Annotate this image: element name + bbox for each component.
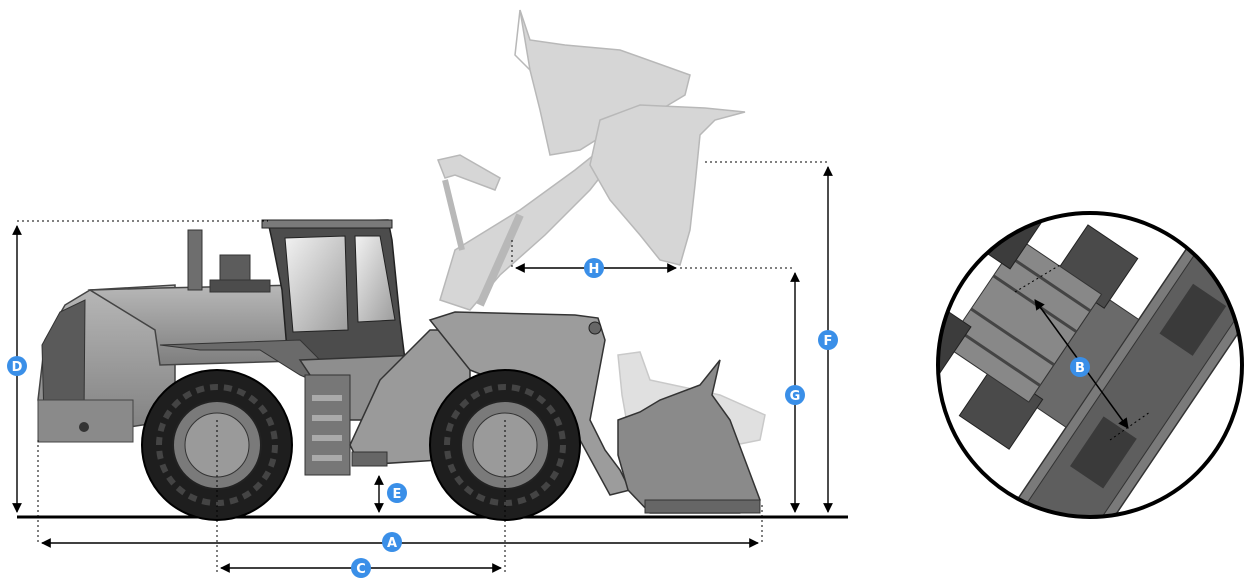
svg-text:H: H: [589, 262, 600, 277]
badge-g: G: [785, 385, 805, 405]
svg-text:D: D: [12, 360, 23, 375]
svg-text:A: A: [387, 536, 397, 551]
badge-b: B: [1070, 357, 1090, 377]
badge-f: F: [818, 330, 838, 350]
detail-circle-border: [936, 211, 1244, 519]
badge-h: H: [584, 258, 604, 278]
badge-d: D: [7, 356, 27, 376]
svg-text:G: G: [790, 389, 801, 404]
svg-text:C: C: [356, 562, 366, 577]
top-view-detail: [936, 211, 1244, 519]
svg-text:B: B: [1075, 361, 1085, 376]
wheel-loader-body: [37, 219, 761, 521]
badge-c: C: [351, 558, 371, 578]
dimension-badges: D A C E F G H B: [7, 258, 1090, 578]
badge-a: A: [382, 532, 402, 552]
badge-e: E: [387, 483, 407, 503]
svg-text:E: E: [393, 487, 402, 502]
svg-text:F: F: [824, 334, 833, 349]
